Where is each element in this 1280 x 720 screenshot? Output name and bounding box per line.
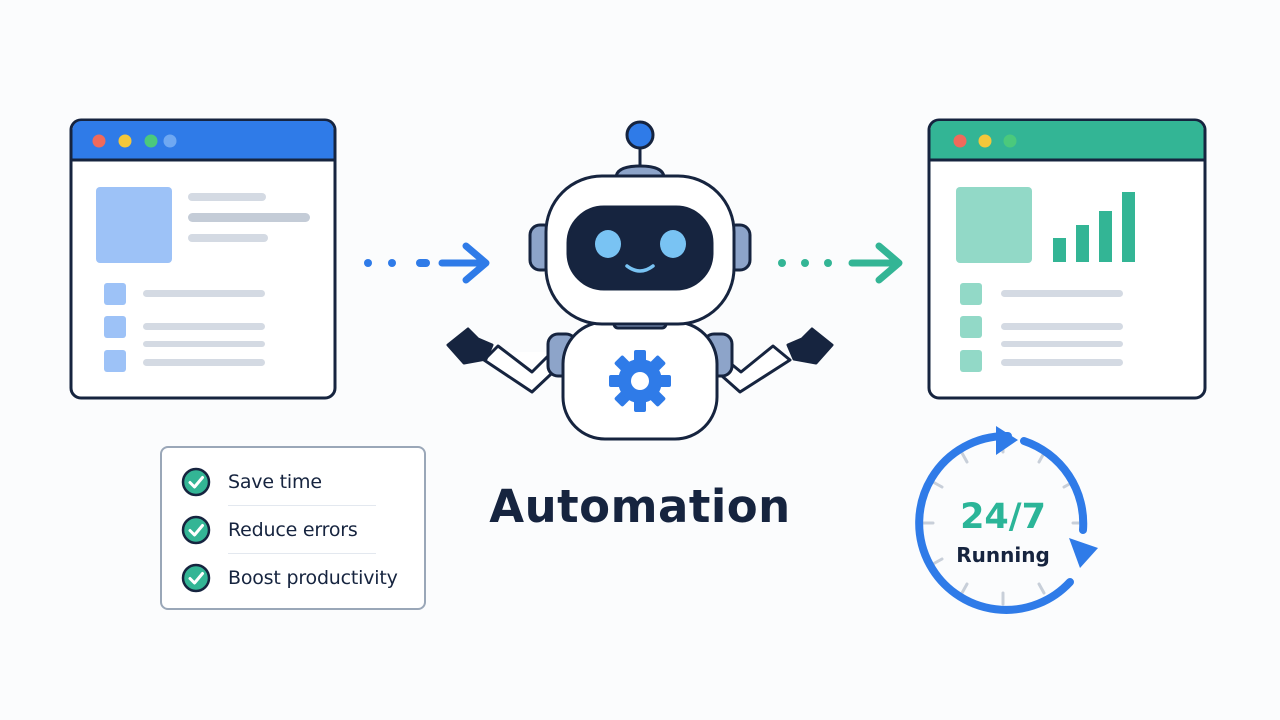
window-dot-blue xyxy=(163,134,177,148)
check-circle-icon xyxy=(181,515,211,545)
robot-eye-right xyxy=(660,230,686,258)
output-window-titlebar xyxy=(930,121,1204,160)
divider xyxy=(228,505,376,506)
gear-icon xyxy=(609,350,671,412)
window-dot-red xyxy=(92,134,106,148)
robot-eye-left xyxy=(595,230,621,258)
check-circle-icon xyxy=(181,467,211,497)
input-window-titlebar xyxy=(72,121,334,160)
robot-smile xyxy=(625,264,655,273)
robot-icon xyxy=(446,120,834,441)
bar-chart-icon xyxy=(1053,192,1135,262)
output-arrow xyxy=(778,242,903,284)
benefits-checklist: Save time Reduce errors Boost productivi… xyxy=(160,446,426,610)
image-placeholder xyxy=(956,187,1032,263)
benefit-label: Save time xyxy=(228,471,322,493)
output-window xyxy=(927,118,1207,400)
window-dot-yellow xyxy=(118,134,132,148)
clock-main-label: 24/7 xyxy=(960,497,1046,537)
benefit-item-save-time: Save time xyxy=(162,458,424,506)
circular-arrow-clock-icon xyxy=(915,426,1098,614)
input-arrow xyxy=(364,242,490,284)
divider xyxy=(228,553,376,554)
window-dot-green xyxy=(144,134,158,148)
diagram-title: Automation xyxy=(489,480,791,533)
clock-sub-label: Running xyxy=(956,543,1050,567)
input-window xyxy=(69,118,337,400)
benefit-item-boost-productivity: Boost productivity xyxy=(162,554,424,602)
benefit-item-reduce-errors: Reduce errors xyxy=(162,506,424,554)
image-placeholder xyxy=(96,187,172,263)
robot-face xyxy=(595,230,686,273)
check-circle-icon xyxy=(181,563,211,593)
benefit-label: Reduce errors xyxy=(228,519,358,541)
benefit-label: Boost productivity xyxy=(228,567,398,589)
